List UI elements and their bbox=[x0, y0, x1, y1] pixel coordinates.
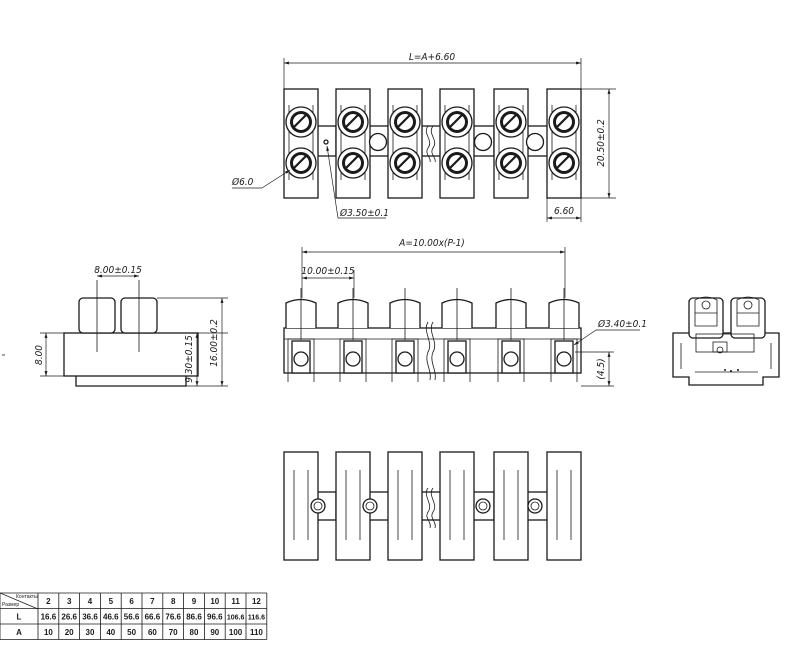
terminal-block-bottom bbox=[439, 451, 475, 561]
table-cell: 36.6 bbox=[82, 612, 98, 621]
table-header-cell: 6 bbox=[129, 597, 134, 606]
table-cell: 26.6 bbox=[61, 612, 77, 621]
table-cell: 20 bbox=[65, 628, 74, 637]
break-line bbox=[425, 125, 431, 163]
table-header-cell: 3 bbox=[67, 597, 72, 606]
side-base-dim: 8.00 bbox=[34, 345, 45, 365]
screw-hole bbox=[345, 351, 361, 367]
screw-hole bbox=[449, 351, 465, 367]
table-header-cell: 8 bbox=[171, 597, 176, 606]
table-cell: 66.6 bbox=[145, 612, 161, 621]
terminal-block-bottom bbox=[546, 451, 582, 561]
terminal-block-bottom bbox=[387, 451, 423, 561]
table-header-cell: 2 bbox=[46, 597, 51, 606]
screw-slot bbox=[345, 114, 359, 128]
table-corner-top: Контакты bbox=[16, 594, 38, 600]
break-line bbox=[425, 487, 431, 529]
table-cell: 70 bbox=[169, 628, 178, 637]
screw-slot bbox=[397, 114, 411, 128]
screw-slot bbox=[397, 155, 411, 169]
table-cell: 96.6 bbox=[207, 612, 223, 621]
center-hole bbox=[368, 132, 388, 152]
table-cell: 116.6 bbox=[248, 614, 265, 621]
side-total-dim: 16.00±0.2 bbox=[209, 319, 220, 367]
screw-height-dim: (4.5) bbox=[596, 358, 607, 379]
section-view bbox=[672, 296, 780, 386]
side-mid-dim: 9.30±0.15 bbox=[184, 335, 195, 383]
table-cell: 80 bbox=[190, 628, 199, 637]
overall-length-dim: L=A+6.60 bbox=[409, 52, 456, 63]
table-cell: 16.6 bbox=[41, 612, 57, 621]
table-cell: 110 bbox=[250, 628, 263, 637]
table-cell: 86.6 bbox=[186, 612, 202, 621]
table-cell: 46.6 bbox=[103, 612, 119, 621]
table-header-cell: 7 bbox=[150, 597, 155, 606]
hole-diameter-dim: Ø3.50±0.1 bbox=[339, 207, 389, 219]
bottom-hole bbox=[362, 498, 378, 514]
center-hole-small bbox=[323, 139, 329, 145]
table-cell: 30 bbox=[86, 628, 95, 637]
span-dim: A=10.00x(P-1) bbox=[398, 238, 465, 249]
screw-hole bbox=[293, 351, 309, 367]
end-pitch-dim: 6.60 bbox=[554, 206, 574, 217]
table-cell: 76.6 bbox=[165, 612, 181, 621]
bottom-hole bbox=[527, 498, 543, 514]
table-cell: 56.6 bbox=[124, 612, 140, 621]
center-hole bbox=[473, 132, 493, 152]
side-body bbox=[63, 332, 199, 377]
terminal-block-top bbox=[546, 88, 582, 199]
table-cell: 106.6 bbox=[227, 614, 245, 621]
break-line bbox=[430, 125, 436, 163]
table-corner-bottom: Размер bbox=[2, 602, 19, 608]
dimension-table: Контакты Размер 2 3 4 5 6 7 8 9 10 11 12L 16.6 26.6 3… bbox=[0, 592, 268, 640]
screw-slot bbox=[556, 155, 570, 169]
screw-slot bbox=[293, 114, 307, 128]
center-hole bbox=[525, 132, 545, 152]
table-cell: 90 bbox=[210, 628, 219, 637]
table-cell: 60 bbox=[148, 628, 157, 637]
terminal-block-bottom bbox=[493, 451, 529, 561]
screw-slot bbox=[449, 114, 463, 128]
pitch-dim: 10.00±0.15 bbox=[301, 266, 355, 277]
bottom-hole bbox=[310, 498, 326, 514]
table-header-cell: 11 bbox=[231, 597, 240, 606]
head-diameter-dim: Ø6.0 bbox=[231, 176, 254, 188]
screw-hole bbox=[397, 351, 413, 367]
screw-slot bbox=[345, 155, 359, 169]
screw-slot bbox=[293, 155, 307, 169]
bottom-view bbox=[283, 451, 582, 561]
table-row-label: A bbox=[16, 628, 22, 637]
bottom-hole bbox=[475, 498, 491, 514]
screw-diameter-dim: Ø3.40±0.1 bbox=[597, 318, 647, 330]
table-cell: 100 bbox=[229, 628, 243, 637]
table-header-cell: 9 bbox=[192, 597, 197, 606]
section-body bbox=[672, 332, 780, 386]
front-view: A=10.00x(P-1) 10.00±0.15 Ø3.40±0.1 (4.5) bbox=[283, 238, 647, 387]
table-cell: 40 bbox=[106, 628, 115, 637]
height-dim: 20.50±0.2 bbox=[596, 119, 607, 167]
screw-slot bbox=[556, 114, 570, 128]
break-line bbox=[425, 321, 431, 381]
break-line bbox=[430, 321, 436, 381]
screw-hole bbox=[503, 351, 519, 367]
table-header-cell: 10 bbox=[210, 597, 219, 606]
table-header-cell: 4 bbox=[88, 597, 93, 606]
table-header-cell: 5 bbox=[109, 597, 114, 606]
screw-slot bbox=[503, 114, 517, 128]
side-width-dim: 8.00±0.15 bbox=[94, 265, 142, 276]
side-view: 8.00±0.15 8.00 9.30±0.15 16.00±0.2 bbox=[2, 265, 228, 387]
top-view: L=A+6.60 20.50±0.2 6.60 Ø6.0 Ø3.50±0.1 bbox=[231, 52, 616, 222]
screw-slot bbox=[449, 155, 463, 169]
table-cell: 10 bbox=[44, 628, 53, 637]
table-header-cell: 12 bbox=[252, 597, 261, 606]
table-row-label: L bbox=[17, 612, 22, 621]
screw-slot bbox=[503, 155, 517, 169]
break-line bbox=[430, 487, 436, 529]
table-cell: 50 bbox=[127, 628, 136, 637]
screw-hole bbox=[556, 351, 572, 367]
